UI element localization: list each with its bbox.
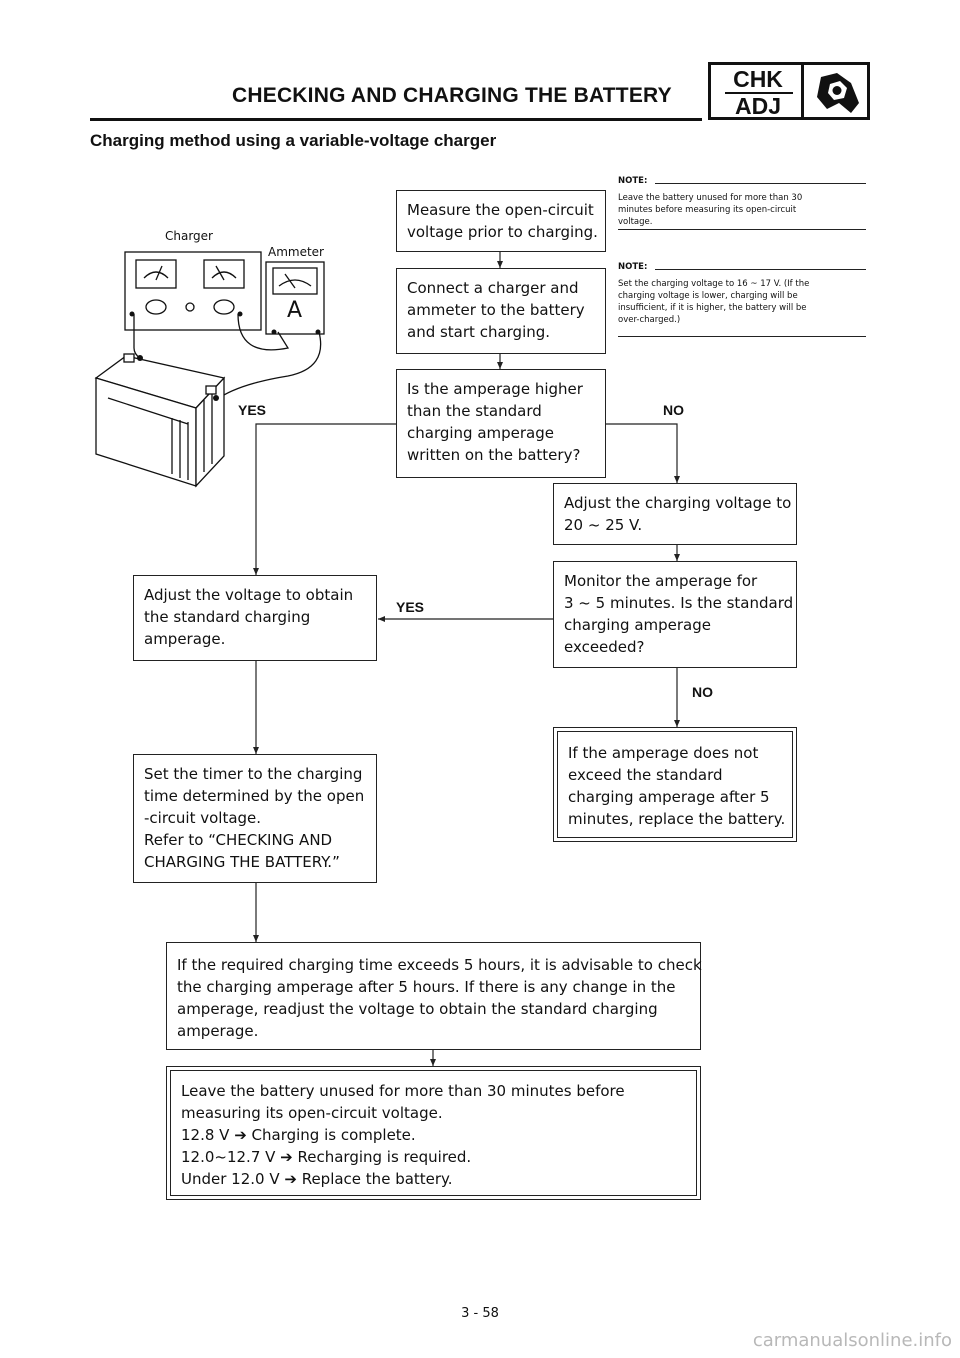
ammeter-symbol: A	[287, 298, 303, 323]
wrench-nut-icon	[817, 73, 859, 113]
badge-adj: ADJ	[734, 93, 781, 119]
yes-label-2: YES	[396, 599, 425, 615]
step-adjust-20-25v: Adjust the charging voltage to 20 ~ 25 V…	[553, 483, 797, 545]
ammeter-label: Ammeter	[268, 245, 324, 259]
step-check-after-5-hours: If the required charging time exceeds 5 …	[166, 942, 702, 1050]
result-final-ocv-check: Leave the battery unused for more than 3…	[166, 1066, 701, 1200]
result-replace-battery: If the amperage does not exceed the stan…	[553, 727, 797, 842]
question-amperage-higher: Is the amperage higher than the standard…	[396, 369, 606, 478]
watermark: carmanualsonline.info	[752, 1330, 952, 1351]
note-1: NOTE: Leave the battery unused for more …	[618, 176, 866, 230]
note-2-head: NOTE:	[618, 262, 648, 272]
note-1-head: NOTE:	[618, 176, 648, 186]
title-underline	[90, 118, 702, 121]
step-set-timer: Set the timer to the charging time deter…	[133, 754, 377, 883]
charger-label: Charger	[165, 229, 213, 243]
no-label-2: NO	[692, 684, 713, 700]
page-number: 3 - 58	[461, 1306, 499, 1321]
badge-divider-line	[725, 92, 793, 94]
badge-divider	[801, 65, 804, 117]
step-adjust-to-standard: Adjust the voltage to obtain the standar…	[133, 575, 377, 661]
chk-adj-badge: CHK ADJ	[708, 62, 870, 120]
question-monitor-amperage: Monitor the amperage for 3 ~ 5 minutes. …	[553, 561, 797, 668]
badge-chk: CHK	[733, 66, 783, 92]
page-title: CHECKING AND CHARGING THE BATTERY	[232, 84, 672, 107]
no-label-1: NO	[663, 402, 684, 418]
step-connect-charger: Connect a charger and ammeter to the bat…	[396, 268, 606, 354]
yes-label-1: YES	[238, 402, 267, 418]
note-2: NOTE: Set the charging voltage to 16 ~ 1…	[618, 262, 866, 337]
section-subtitle: Charging method using a variable-voltage…	[90, 131, 497, 150]
step-measure-ocv: Measure the open-circuit voltage prior t…	[396, 190, 606, 252]
charger-battery-illustration	[94, 251, 325, 488]
